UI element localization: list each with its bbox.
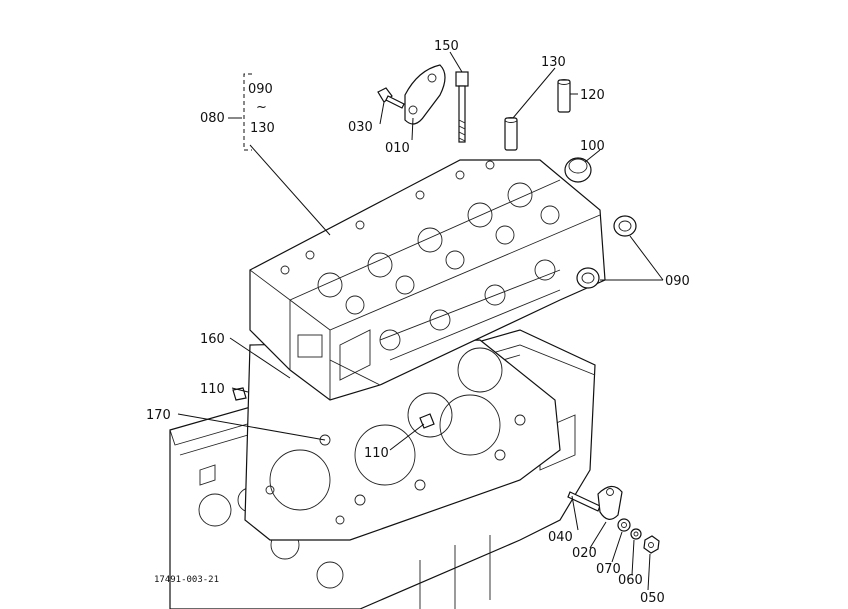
washer-070 [617,518,631,532]
head-bolt-150 [455,71,469,143]
label-120: 120 [580,88,605,103]
label-040: 040 [548,530,573,545]
oil-seal-090 [576,215,637,289]
label-050: 050 [640,591,665,606]
label-160: 160 [200,332,225,347]
label-110-center: 110 [364,446,389,461]
bolt-030 [377,87,405,109]
sleeve-120 [557,79,571,113]
nut-050 [643,535,660,554]
stud-040 [567,491,601,512]
label-070: 070 [596,562,621,577]
figure-code: 17491-003-21 [154,575,219,585]
label-100: 100 [580,139,605,154]
label-tilde: ~ [256,100,267,115]
label-090-bracket: 090 [248,82,273,97]
leader-lines [177,51,664,591]
label-060: 060 [618,573,643,588]
label-170: 170 [146,408,171,423]
cylinder-head [249,159,606,401]
engine-hanger-010 [404,64,446,125]
label-150: 150 [434,39,459,54]
plug-cap-100 [564,157,592,183]
washer-060 [630,528,642,540]
hanger-020 [597,485,623,520]
label-110-left: 110 [200,382,225,397]
part-labels: 150 130 120 090 ~ 130 080 030 010 100 09… [146,39,690,606]
label-010: 010 [385,141,410,156]
label-080: 080 [200,111,225,126]
label-020: 020 [572,546,597,561]
label-130-top: 130 [541,55,566,70]
label-090-right: 090 [665,274,690,289]
label-130-bracket: 130 [250,121,275,136]
sleeve-130 [504,117,518,151]
label-030: 030 [348,120,373,135]
